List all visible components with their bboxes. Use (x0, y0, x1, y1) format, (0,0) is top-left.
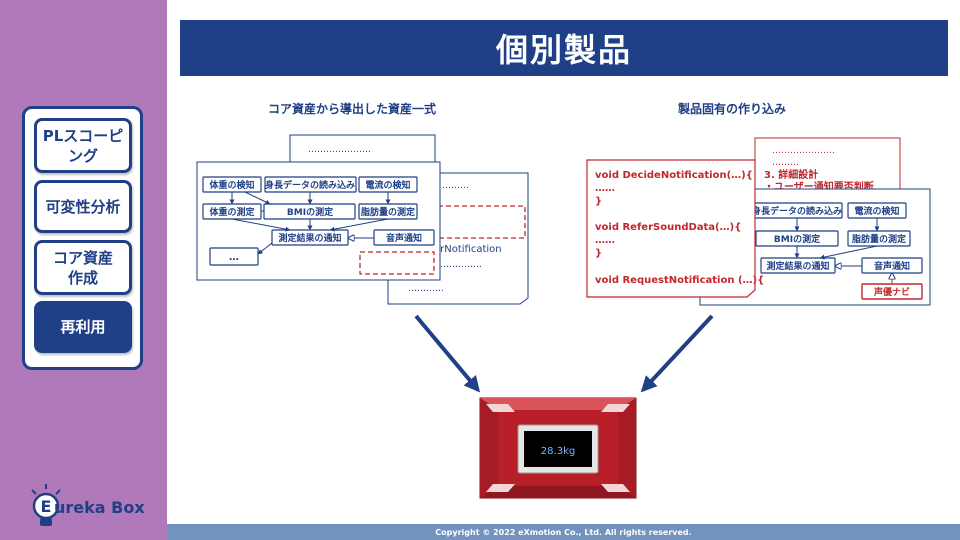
node-result-notify: 測定結果の通知 (278, 232, 341, 244)
nav-item-label: 再利用 (60, 318, 106, 336)
node-voice-navi: 声優ナビ (873, 286, 910, 298)
code-line: void DecideNotification(…){ (595, 170, 753, 181)
node-height-read: 身長データの読み込み (265, 179, 355, 191)
code-line: } (595, 196, 602, 207)
nav-item-variability-analysis[interactable]: 可変性分析 (34, 180, 132, 233)
right-section-heading: 製品固有の作り込み (678, 102, 787, 116)
nav-item-label: コア資産 (52, 248, 113, 267)
lightbulb-icon (31, 484, 61, 526)
node-fat-measure: 脂肪量の測定 (851, 233, 907, 245)
doc-heading: 3. 詳細設計 (764, 168, 818, 181)
display-value: 28.3kg (541, 446, 575, 457)
doc-dots: ……… (772, 158, 799, 168)
node-result-notify: 測定結果の通知 (766, 260, 829, 272)
nav-item-label: PLスコーピ (42, 126, 124, 145)
node-weight-detect: 体重の検知 (209, 179, 254, 191)
page-title: 個別製品 (180, 20, 948, 76)
nav-item-pl-scoping[interactable]: PLスコーピング (34, 118, 132, 173)
arrow-left-to-device (414, 314, 481, 393)
node-bmi-measure: BMIの測定 (774, 233, 821, 245)
nav-item-label: 可変性分析 (45, 197, 121, 216)
code-line: } (595, 248, 602, 259)
process-nav-panel: PLスコーピング 可変性分析 コア資産作成 再利用 (22, 106, 143, 370)
arrow-right-to-device (640, 314, 714, 393)
logo-text: ureka Box (54, 498, 145, 517)
display-screen (524, 431, 592, 467)
node-voice-notify: 音声通知 (874, 260, 910, 272)
nav-item-label: 作成 (67, 268, 98, 287)
code-line: …… (595, 235, 615, 246)
copyright-footer: Copyright © 2022 eXmotion Co., Ltd. All … (167, 524, 960, 540)
variation-point-box (359, 251, 435, 275)
doc-dots: ………………… (772, 146, 835, 156)
feature-diagram-right: 身長データの読み込み 電流の検知 BMIの測定 脂肪量の測定 測定結果の通知 音… (699, 188, 931, 306)
doc-dots: ………………… (308, 145, 371, 155)
scale-device: 28.3kg (479, 397, 637, 499)
code-dots: …………… (437, 260, 482, 270)
node-voice-notify: 音声通知 (386, 232, 422, 244)
code-dots: ……… (442, 181, 469, 191)
code-line: void ReferSoundData(…){ (595, 222, 741, 233)
left-section-heading: コア資産から導出した資産一式 (268, 102, 437, 116)
sensor-pad (601, 404, 630, 412)
nav-item-reuse[interactable]: 再利用 (34, 301, 132, 353)
code-text: erNotification (434, 244, 502, 255)
logo-letter: E (41, 497, 52, 516)
code-dots: ………… (408, 284, 444, 294)
sensor-pad (601, 484, 630, 492)
node-height-read: 身長データの読み込み (752, 205, 842, 217)
nav-item-label: ング (67, 146, 98, 165)
nav-item-core-asset-creation[interactable]: コア資産作成 (34, 240, 132, 295)
eureka-box-logo: E (31, 484, 61, 526)
node-current-detect: 電流の検知 (365, 179, 410, 191)
node-bmi-measure: BMIの測定 (287, 206, 334, 218)
code-line: …… (595, 183, 615, 194)
detailed-design-document: ………………… ……… 3. 詳細設計 ・ユーザー通知要否判断 (754, 137, 901, 199)
sensor-pad (486, 404, 515, 412)
feature-diagram-left: 体重の検知 身長データの読み込み 電流の検知 体重の測定 BMIの測定 脂肪量の… (196, 161, 441, 281)
node-fat-measure: 脂肪量の測定 (360, 206, 416, 218)
node-weight-measure: 体重の測定 (209, 206, 255, 218)
code-line: void RequestNotification (…){ (595, 275, 764, 286)
node-ellipsis: … (229, 252, 239, 263)
product-specific-code: void DecideNotification(…){ …… } void Re… (586, 159, 764, 298)
node-current-detect: 電流の検知 (854, 205, 899, 217)
sensor-pad (486, 484, 515, 492)
